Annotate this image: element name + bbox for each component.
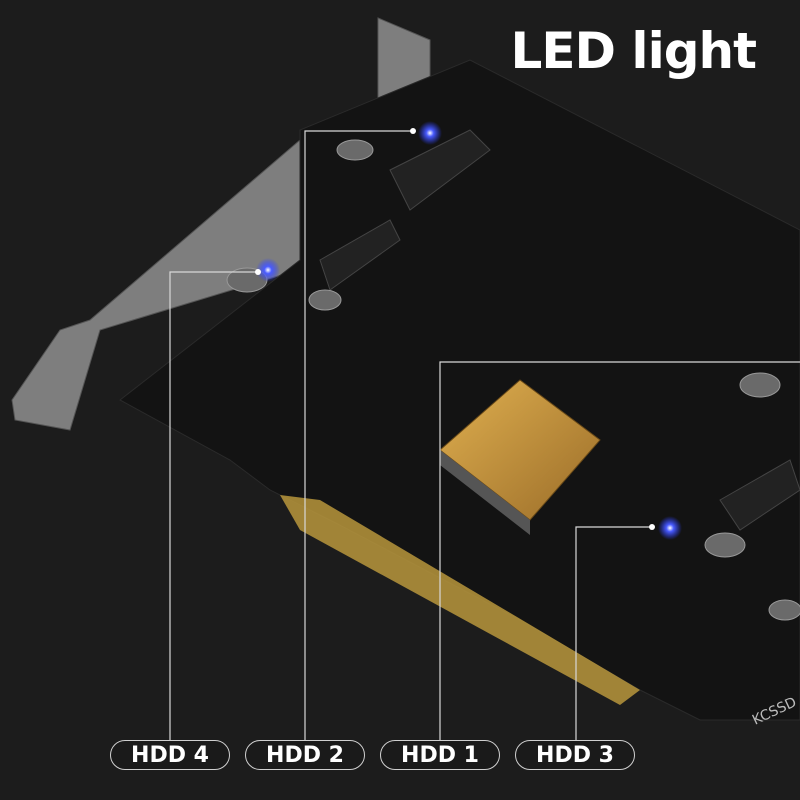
m2-slot-3 bbox=[719, 459, 800, 531]
led-hdd2 bbox=[418, 121, 442, 145]
m2-slot-1 bbox=[389, 129, 491, 211]
led-indicators bbox=[255, 121, 682, 540]
led-hdd4 bbox=[256, 258, 280, 282]
label-hdd3: HDD 3 bbox=[515, 740, 635, 770]
led-light-title: LED light bbox=[510, 22, 757, 80]
leader-lines bbox=[169, 130, 800, 740]
m2-slot-2 bbox=[319, 219, 401, 291]
label-hdd2: HDD 2 bbox=[245, 740, 365, 770]
gold-fingers bbox=[280, 495, 640, 705]
heatsink bbox=[439, 379, 601, 535]
label-hdd4: HDD 4 bbox=[110, 740, 230, 770]
led-hdd3 bbox=[658, 516, 682, 540]
label-hdd1: HDD 1 bbox=[380, 740, 500, 770]
